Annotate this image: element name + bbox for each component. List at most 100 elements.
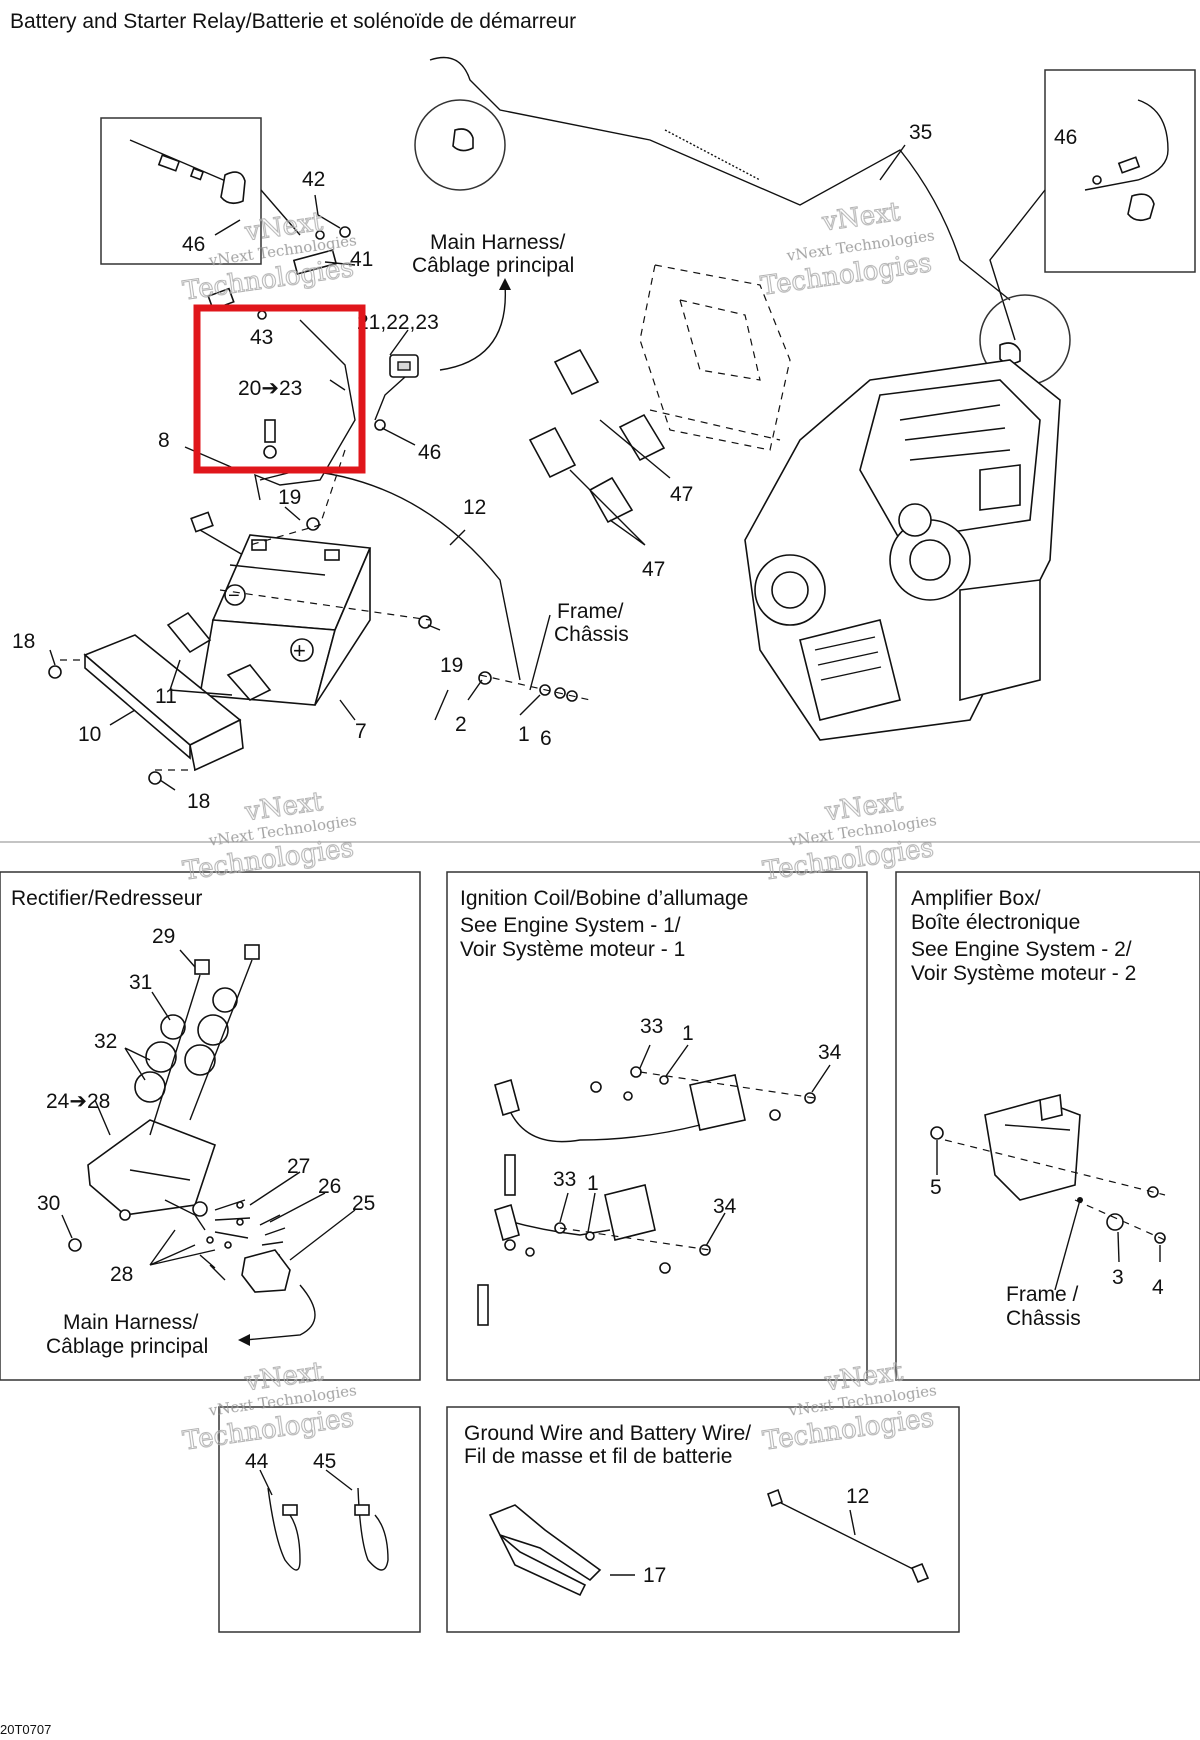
- amplifier-frame-1: Frame /: [1006, 1283, 1079, 1306]
- cable-ties-parts: [259, 1469, 389, 1571]
- battery-section: Battery and Starter Relay/Batterie et so…: [10, 10, 1196, 813]
- callout-6: 6: [540, 727, 552, 750]
- callout-44: 44: [245, 1450, 269, 1473]
- detail-circle-left: [414, 99, 506, 191]
- ignition-box: [446, 871, 868, 1381]
- ground-box: [446, 1406, 960, 1633]
- callout-26: 26: [318, 1175, 341, 1198]
- ignition-callout-1-top: 1: [682, 1022, 694, 1045]
- callout-45: 45: [313, 1450, 336, 1473]
- harness-arrow-head: [499, 278, 511, 290]
- harness-arrow-line: [439, 284, 507, 371]
- callout-7: 7: [355, 720, 367, 743]
- callout-2: 2: [455, 713, 467, 736]
- engine: [744, 359, 1061, 741]
- callout-43: 43: [250, 326, 273, 349]
- ground-callout-17: 17: [643, 1564, 666, 1587]
- callout-41: 41: [350, 248, 373, 271]
- ground-callout-12: 12: [846, 1485, 869, 1508]
- cap-wire-left: [129, 139, 301, 236]
- amplifier-title-2: Boîte électronique: [911, 911, 1080, 934]
- ignition-callout-33-bottom: 33: [553, 1168, 576, 1191]
- callout-46-mid: 46: [418, 441, 441, 464]
- ignition-parts: [477, 1066, 816, 1326]
- amplifier-section: Amplifier Box/ Boîte électronique See En…: [895, 871, 1200, 1381]
- battery-main-harness-1: Main Harness/: [430, 231, 566, 254]
- callout-19-top: 19: [278, 486, 301, 509]
- highlight-box: [193, 304, 366, 474]
- battery-frame-2: Châssis: [554, 623, 629, 646]
- rectifier-parts: [68, 944, 291, 1293]
- ignition-callout-34-top: 34: [818, 1041, 842, 1064]
- callout-18-bottom: 18: [187, 790, 210, 813]
- battery-holder: [60, 634, 244, 772]
- callout-47-b: 47: [642, 558, 665, 581]
- ignition-line-2: Voir Système moteur - 1: [460, 938, 685, 961]
- ground-title-2: Fil de masse et fil de batterie: [464, 1445, 732, 1468]
- battery-section-title: Battery and Starter Relay/Batterie et so…: [10, 10, 576, 33]
- callout-3: 3: [1112, 1266, 1124, 1289]
- callout-42: 42: [302, 168, 325, 191]
- amplifier-title: Amplifier Box/: [911, 887, 1041, 910]
- rectifier-main-harness-1: Main Harness/: [63, 1311, 199, 1334]
- callout-29: 29: [152, 925, 175, 948]
- rectifier-leaders: [61, 949, 356, 1346]
- amplifier-frame-2: Châssis: [1006, 1307, 1081, 1330]
- spark-plug-cable: [414, 56, 1071, 386]
- ignition-title: Ignition Coil/Bobine d’allumage: [460, 887, 748, 910]
- rectifier-section: Rectifier/Redresseur: [0, 871, 421, 1381]
- callout-28: 28: [110, 1263, 133, 1286]
- callout-12: 12: [463, 496, 486, 519]
- amplifier-box: [895, 871, 1200, 1381]
- amplifier-parts: [930, 1093, 1166, 1244]
- rubber-pads: [528, 348, 666, 524]
- callout-24-28: 24➔28: [46, 1090, 110, 1113]
- pad-1: [166, 611, 212, 654]
- ignition-callout-34-bottom: 34: [713, 1195, 737, 1218]
- pad-2: [226, 664, 272, 701]
- callout-46-right: 46: [1054, 126, 1077, 149]
- ignition-line-1: See Engine System - 1/: [460, 914, 681, 937]
- rectifier-main-harness-2: Câblage principal: [46, 1335, 208, 1358]
- ground-parts: [488, 1488, 930, 1597]
- svg-text:−: −: [228, 585, 240, 607]
- amplifier-line-2: Voir Système moteur - 2: [911, 962, 1136, 985]
- starter-relay: [254, 319, 419, 501]
- ground-section: Ground Wire and Battery Wire/ Fil de mas…: [446, 1406, 960, 1633]
- svg-text:+: +: [293, 638, 306, 663]
- callout-27: 27: [287, 1155, 310, 1178]
- callout-11: 11: [155, 685, 177, 708]
- battery-frame-1: Frame/: [557, 600, 624, 623]
- callout-30: 30: [37, 1192, 60, 1215]
- cable-ties-box: [218, 1406, 421, 1633]
- callout-35: 35: [909, 121, 932, 144]
- callout-18-top: 18: [12, 630, 35, 653]
- cable-ties-section: 44 45: [218, 1406, 421, 1633]
- callout-32: 32: [94, 1030, 117, 1053]
- callout-25: 25: [352, 1192, 375, 1215]
- callout-31: 31: [129, 971, 152, 994]
- ignition-callout-1-bottom: 1: [587, 1172, 599, 1195]
- callout-46-left: 46: [182, 233, 205, 256]
- ignition-section: Ignition Coil/Bobine d’allumage See Engi…: [446, 871, 868, 1381]
- rectifier-box: [0, 871, 421, 1381]
- callout-4: 4: [1152, 1276, 1164, 1299]
- figure-code: 20T0707: [0, 1722, 52, 1737]
- callout-20-23: 20➔23: [238, 377, 302, 400]
- battery-main-harness-2: Câblage principal: [412, 254, 574, 277]
- callout-47-a: 47: [670, 483, 693, 506]
- ignition-leaders: [559, 1044, 831, 1247]
- cap-wire-right: [989, 99, 1169, 341]
- callout-10: 10: [78, 723, 101, 746]
- callout-1: 1: [518, 723, 530, 746]
- amplifier-leaders: [936, 1140, 1161, 1291]
- callout-21-22-23: 21,22,23: [357, 311, 439, 334]
- battery: − +: [199, 534, 372, 706]
- callout-19-bottom: 19: [440, 654, 463, 677]
- ignition-callout-33-top: 33: [640, 1015, 663, 1038]
- amplifier-line-1: See Engine System - 2/: [911, 938, 1132, 961]
- ground-title: Ground Wire and Battery Wire/: [464, 1422, 751, 1445]
- callout-8: 8: [158, 429, 170, 452]
- callout-5: 5: [930, 1176, 942, 1199]
